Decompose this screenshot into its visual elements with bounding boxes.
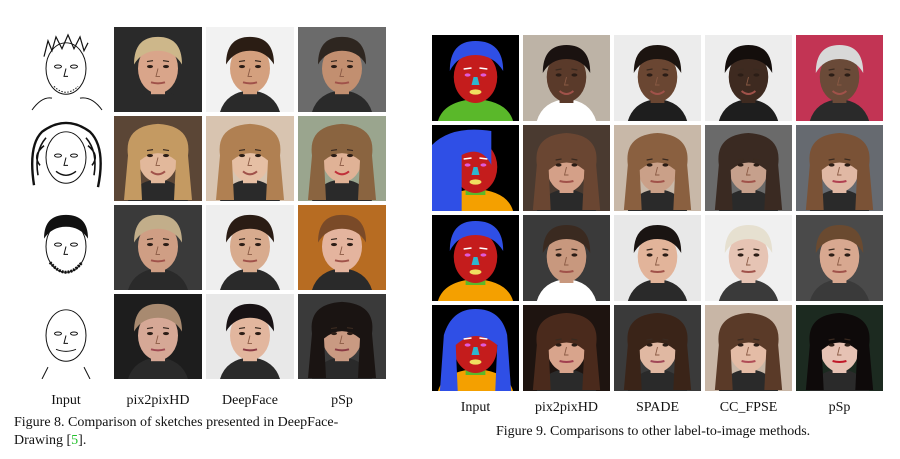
figure-9-pix2pixhd-output-image [523,125,610,211]
figure-9-grid [432,35,883,391]
figure-8-sketch-input-image [22,294,110,379]
figure-8-deepface-output-image [206,294,294,379]
figure-9-psp-output-image [796,35,883,121]
figure-9-segmentation-input-image [432,35,519,121]
figure-8-psp-output-image [298,116,386,201]
figure-8-psp-output-image [298,205,386,290]
figure-9-column-label-cc-fpse: CC_FPSE [719,400,778,415]
figure-9-spade-output-image [614,125,701,211]
figure-9-segmentation-input-image [432,305,519,391]
figure-8-caption-end: ]. [78,433,87,448]
figure-8-column-label-deepface: DeepFace [222,393,278,408]
figure-8-column-label-psp: pSp [331,393,353,408]
figure-8-psp-output-image [298,294,386,379]
figure-8-grid [22,27,386,379]
figure-8-deepface-output-image [206,205,294,290]
figure-8-pix2pixhd-output-image [114,116,202,201]
figure-8-pix2pixhd-output-image [114,294,202,379]
figure-9-pix2pixhd-output-image [523,215,610,301]
figure-9-pix2pixhd-output-image [523,35,610,121]
figure-9-segmentation-input-image [432,215,519,301]
figure-8-sketch-input-image [22,205,110,290]
figure-9-spade-output-image [614,35,701,121]
figure-9-caption: Figure 9. Comparisons to other label-to-… [496,424,811,439]
figure-9-cc-fpse-output-image [705,215,792,301]
figure-8-deepface-output-image [206,27,294,112]
figure-9-spade-output-image [614,305,701,391]
figure-8-caption-line1: Figure 8. Comparison of sketches present… [14,415,339,430]
figure-8-pix2pixhd-output-image [114,27,202,112]
figure-8-deepface-output-image [206,116,294,201]
figure-9-column-label-psp: pSp [828,400,851,415]
figure-9-cc-fpse-output-image [705,305,792,391]
figure-9-cc-fpse-output-image [705,125,792,211]
figure-8-sketch-input-image [22,27,110,112]
figure-8-caption: Figure 8. Comparison of sketches present… [14,414,414,450]
figure-9-psp-output-image [796,125,883,211]
figure-9-cc-fpse-output-image [705,35,792,121]
figure-8-psp-output-image [298,27,386,112]
figure-8-citation-link[interactable]: 5 [71,433,79,448]
figure-8-sketch-input-image [22,116,110,201]
figure-9-psp-output-image [796,215,883,301]
figure-9-column-label-input: Input [460,400,491,415]
figure-9-pix2pixhd-output-image [523,305,610,391]
figure-9-spade-output-image [614,215,701,301]
figure-9-segmentation-input-image [432,125,519,211]
figure-8-caption-line2: Drawing [ [14,433,72,448]
figure-9-column-label-pix2pixhd: pix2pixHD [535,400,598,415]
figure-8-column-label-input: Input [51,393,81,408]
figure-8-column-label-pix2pixhd: pix2pixHD [126,393,190,408]
figure-9-psp-output-image [796,305,883,391]
figure-8-pix2pixhd-output-image [114,205,202,290]
figure-9-column-label-spade: SPADE [635,400,680,415]
